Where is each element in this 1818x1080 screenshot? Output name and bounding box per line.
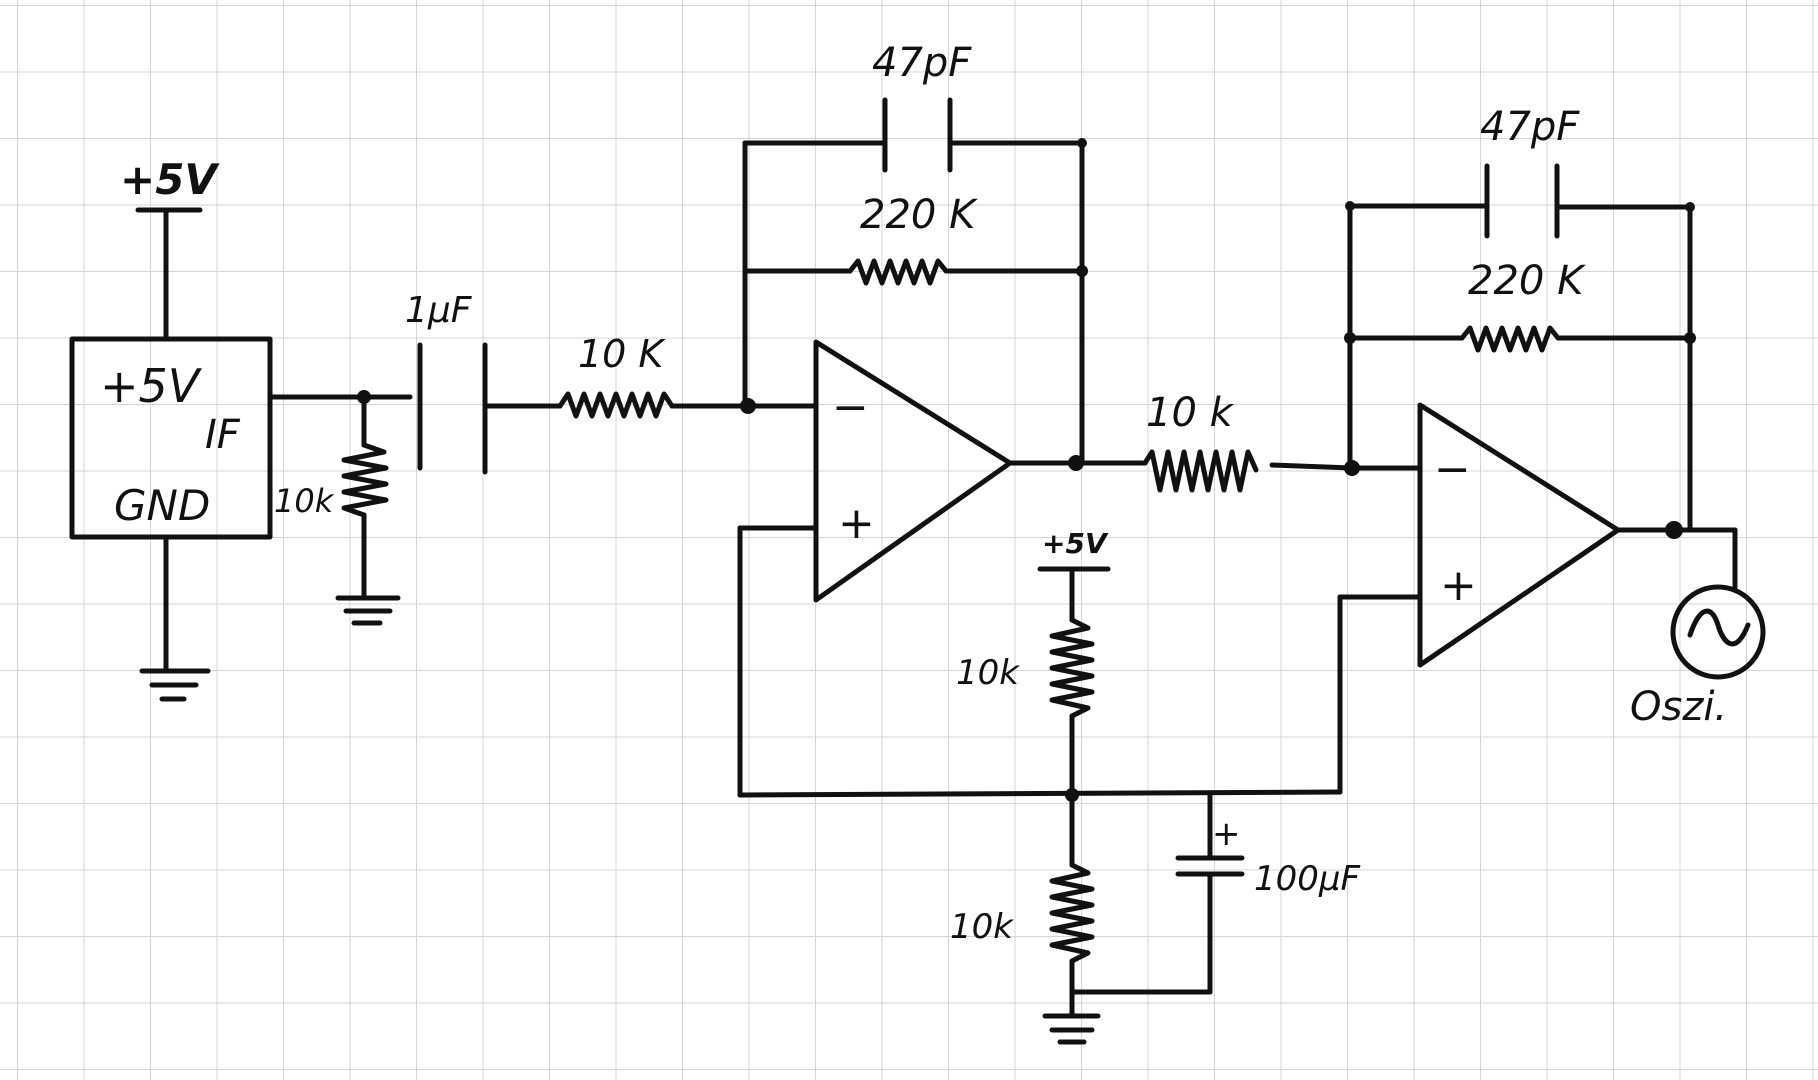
- divider-bottom: 10k: [950, 792, 1101, 1045]
- coupling-capacitor: 1µF: [405, 290, 558, 475]
- oscilloscope-symbol: Oszi.: [1630, 527, 1766, 730]
- module-ground: [139, 534, 211, 702]
- divider-supply-label: +5V: [1042, 527, 1109, 560]
- divider-bottom-res-label: 10k: [950, 907, 1014, 947]
- module-if-label: IF: [205, 412, 241, 458]
- fb-cap-1-label: 47pF: [872, 40, 972, 86]
- supply-top-label: +5V: [120, 155, 220, 204]
- input-res-2-label: 10 k: [1146, 390, 1235, 436]
- fb-res-1-label: 220 K: [860, 192, 978, 238]
- fb-res-2-label: 220 K: [1468, 258, 1586, 304]
- divider-top-res-label: 10k: [956, 653, 1020, 693]
- pulldown-res-label: 10k: [274, 482, 335, 520]
- pulldown-ground: [335, 595, 401, 626]
- bias-rail: [737, 788, 1343, 802]
- opamp-2: − +: [1337, 402, 1738, 795]
- feedback-network-2: 47pF 220 K: [1344, 104, 1696, 533]
- feedback-network-1: 47pF 220 K: [742, 40, 1088, 466]
- scope-label: Oszi.: [1630, 684, 1727, 730]
- opamp-2-plus: +: [1440, 560, 1477, 611]
- opamp-2-minus: −: [1434, 444, 1471, 495]
- supply-top: +5V: [120, 155, 220, 342]
- pulldown-resistor: 10k: [267, 390, 413, 600]
- divider-top: +5V 10k: [956, 527, 1111, 798]
- bypass-cap-plus-label: +: [1212, 814, 1241, 854]
- opamp-1-plus: +: [838, 498, 875, 549]
- module-gnd-label: GND: [114, 481, 210, 530]
- input-res-1-label: 10 K: [578, 332, 666, 376]
- fb-cap-2-label: 47pF: [1480, 104, 1580, 150]
- module-plus-label: +5V: [100, 359, 203, 413]
- coupling-cap-label: 1µF: [405, 290, 473, 331]
- bypass-cap-label: 100µF: [1254, 859, 1361, 899]
- bypass-capacitor: + 100µF: [1069, 792, 1361, 995]
- sensor-module: +5V IF GND: [69, 336, 273, 540]
- interstage-wiring: 10 k: [1007, 390, 1423, 493]
- opamp-1-minus: −: [832, 382, 869, 433]
- opamp-1: − +: [737, 339, 1013, 798]
- input-resistor-1: 10 K: [552, 332, 751, 419]
- module-box: [69, 336, 273, 540]
